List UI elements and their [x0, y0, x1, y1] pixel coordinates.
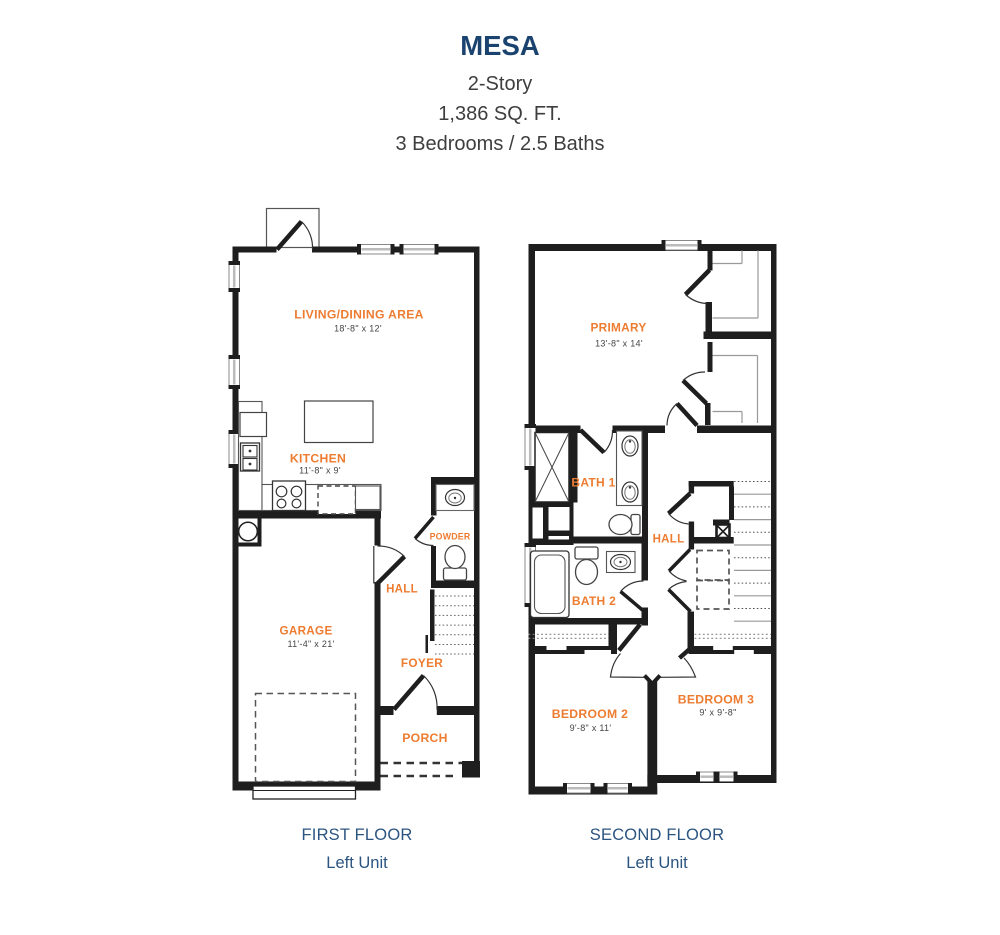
svg-text:Left Unit: Left Unit — [326, 854, 388, 872]
svg-text:18'-8" x 12': 18'-8" x 12' — [334, 324, 382, 334]
svg-text:KITCHEN: KITCHEN — [290, 452, 346, 466]
svg-text:POWDER: POWDER — [430, 532, 471, 542]
svg-text:HALL: HALL — [386, 584, 418, 596]
svg-text:13'-8" x 14': 13'-8" x 14' — [595, 339, 643, 349]
svg-text:11'-8" x 9': 11'-8" x 9' — [299, 466, 341, 476]
svg-text:PRIMARY: PRIMARY — [590, 321, 646, 335]
svg-text:HALL: HALL — [653, 534, 685, 546]
svg-text:FIRST FLOOR: FIRST FLOOR — [302, 826, 413, 844]
svg-text:9'-8" x 11': 9'-8" x 11' — [570, 723, 612, 733]
svg-text:LIVING/DINING AREA: LIVING/DINING AREA — [294, 308, 424, 322]
svg-text:BEDROOM 3: BEDROOM 3 — [678, 693, 755, 707]
svg-text:GARAGE: GARAGE — [279, 625, 332, 638]
svg-text:BATH 1: BATH 1 — [571, 476, 615, 490]
svg-text:MESA: MESA — [460, 30, 540, 61]
svg-text:2-Story: 2-Story — [468, 73, 532, 95]
svg-text:Left Unit: Left Unit — [626, 854, 688, 872]
svg-text:9' x 9'-8": 9' x 9'-8" — [699, 708, 736, 718]
svg-text:1,386 SQ. FT.: 1,386 SQ. FT. — [438, 103, 561, 125]
svg-text:FOYER: FOYER — [401, 656, 443, 670]
svg-text:BEDROOM 2: BEDROOM 2 — [552, 707, 629, 721]
svg-text:3 Bedrooms / 2.5 Baths: 3 Bedrooms / 2.5 Baths — [395, 133, 604, 155]
svg-text:PORCH: PORCH — [402, 731, 448, 745]
svg-text:11'-4" x 21': 11'-4" x 21' — [287, 639, 334, 649]
svg-text:SECOND FLOOR: SECOND FLOOR — [590, 826, 724, 844]
svg-text:BATH 2: BATH 2 — [572, 594, 616, 608]
